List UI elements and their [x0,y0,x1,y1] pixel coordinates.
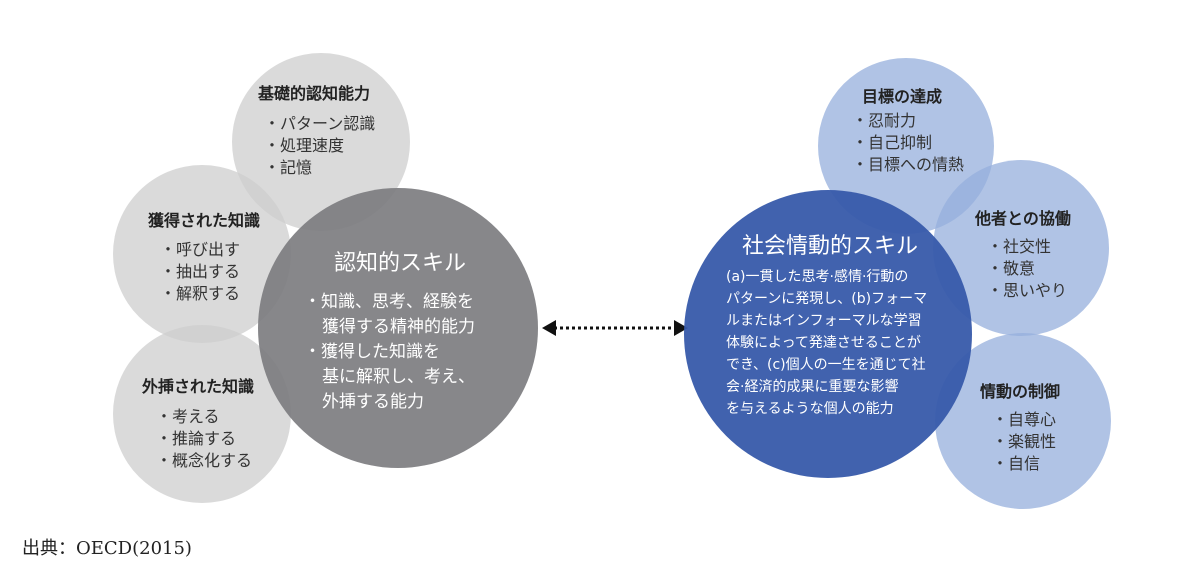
list-item: ・推論する [156,429,237,448]
description-line: 獲得する精神的能力 [322,317,475,337]
list-item: ・自尊心 [992,410,1057,429]
list-item: ・考える [156,407,220,426]
basic-cognitive-title: 基礎的認知能力 [258,84,371,103]
description-line: でき、(c)個人の一生を通じて社 [726,357,926,373]
double-arrow-icon [542,320,688,336]
list-item: ・自信 [992,454,1041,473]
description-line: ルまたはインフォーマルな学習 [726,313,922,329]
list-item: ・目標への情熱 [852,155,965,174]
description-line: を与えるような個人の能力 [726,401,894,417]
description-line: ・知識、思考、経験を [304,292,474,312]
list-item: ・楽観性 [992,432,1057,451]
emotion-management-list: ・自尊心 ・楽観性 ・自信 [992,409,1056,475]
socio-emotional-skills-description: (a)一貫した思考·感情·行動の パターンに発現し、(b)フォーマ ルまたはイン… [726,266,927,420]
description-line: (a)一貫した思考·感情·行動の [726,269,909,285]
basic-cognitive-list: ・パターン認識 ・処理速度 ・記憶 [264,113,375,179]
description-line: ・獲得した知識を [304,342,440,362]
working-with-others-list: ・社交性 ・敬意 ・思いやり [987,236,1067,302]
list-item: ・パターン認識 [264,114,376,133]
list-item: ・記憶 [264,158,313,177]
socio-emotional-skills-circle [684,190,972,478]
socio-emotional-skills-title: 社会情動的スキル [742,234,919,259]
description-line: 会·経済的成果に重要な影響 [726,379,899,395]
cognitive-skills-circle [258,188,538,468]
cognitive-skills-description: ・知識、思考、経験を 獲得する精神的能力 ・獲得した知識を 基に解釈し、考え、 … [304,290,475,415]
acquired-knowledge-title: 獲得された知識 [148,211,261,230]
extrapolated-knowledge-list: ・考える ・推論する ・概念化する [156,406,252,472]
list-item: ・概念化する [156,451,253,470]
list-item: ・自己抑制 [852,133,933,152]
cognitive-skills-title: 認知的スキル [334,251,467,276]
goal-achievement-title: 目標の達成 [862,87,943,106]
list-item: ・解釈する [160,284,241,303]
description-line: パターンに発現し、(b)フォーマ [726,291,928,307]
working-with-others-title: 他者との協働 [975,209,1071,228]
list-item: ・処理速度 [264,136,345,155]
list-item: ・思いやり [987,281,1068,300]
list-item: ・忍耐力 [852,111,917,130]
acquired-knowledge-list: ・呼び出す ・抽出する ・解釈する [160,239,240,305]
list-item: ・呼び出す [160,240,241,259]
description-line: 基に解釈し、考え、 [322,367,475,387]
source-caption: 出典：OECD(2015) [22,538,192,559]
list-item: ・社交性 [987,237,1052,256]
description-line: 外挿する能力 [322,392,424,412]
goal-achievement-list: ・忍耐力 ・自己抑制 ・目標への情熱 [852,110,964,176]
emotion-management-title: 情動の制御 [980,382,1061,401]
description-line: 体験によって発達させることが [726,335,921,351]
list-item: ・抽出する [160,262,241,281]
extrapolated-knowledge-title: 外挿された知識 [142,377,255,396]
list-item: ・敬意 [987,259,1036,278]
